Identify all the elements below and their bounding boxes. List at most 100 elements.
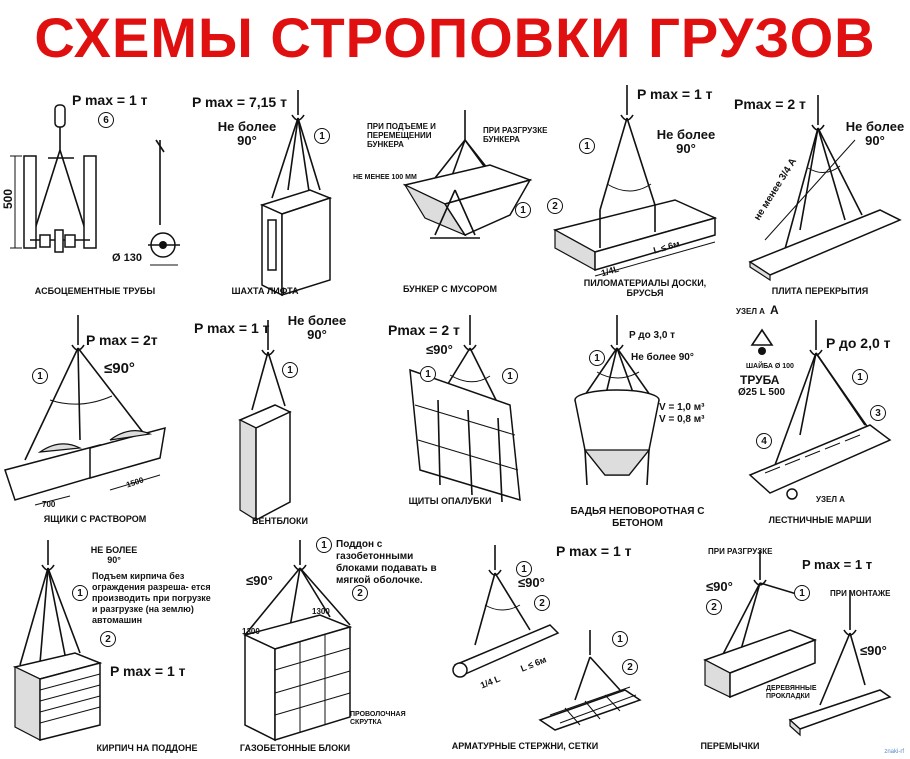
washer-label: ШАЙБА Ø 100 bbox=[746, 363, 794, 370]
panel-caption: ШАХТА ЛИФТА bbox=[231, 286, 299, 296]
pmax-label: P max = 1 т bbox=[194, 320, 270, 336]
panel-caption: ВЕНТБЛОКИ bbox=[251, 516, 309, 526]
dimension-label: 1300 bbox=[242, 627, 260, 636]
angle-label: ≤90° bbox=[706, 579, 733, 594]
callout-number: 2 bbox=[534, 595, 550, 611]
aerated-blocks-drawing bbox=[242, 540, 353, 742]
callout-number: 1 bbox=[852, 369, 868, 385]
lintels-drawing bbox=[703, 550, 892, 737]
callout-number: 2 bbox=[547, 198, 563, 214]
vent-blocks-drawing bbox=[238, 320, 292, 522]
node-letter: A bbox=[770, 303, 779, 317]
note-min-distance: НЕ МЕНЕЕ 100 ММ bbox=[353, 174, 417, 181]
mortar-boxes-drawing bbox=[4, 315, 166, 506]
dimension-label: 500 bbox=[1, 188, 16, 210]
debris-hopper-drawing bbox=[402, 110, 533, 239]
callout-number: 1 bbox=[502, 368, 518, 384]
pipe-label: ТРУБА bbox=[740, 373, 780, 387]
panel-lumber: P max = 1 т Не более 90° 1 2 1/4L L ≤ 6м… bbox=[545, 80, 730, 300]
panel-aerated-blocks: 1 Поддон с газобетонными блоками подават… bbox=[220, 535, 440, 759]
callout-number: 1 bbox=[282, 362, 298, 378]
panel-caption: ГАЗОБЕТОННЫЕ БЛОКИ bbox=[239, 743, 351, 753]
panel-bricks-pallet: НЕ БОЛЕЕ 90° Подъем кирпича без огражден… bbox=[0, 535, 211, 759]
panel-concrete-bucket: P до 3,0 т Не более 90° 1 V = 1,0 м³ V =… bbox=[545, 310, 730, 530]
pmax-label: P max = 1 т bbox=[802, 557, 873, 572]
angle-label: Не более 90° bbox=[631, 352, 694, 363]
panel-caption: АРМАТУРНЫЕ СТЕРЖНИ, СЕТКИ bbox=[451, 741, 599, 751]
callout-number: 1 bbox=[316, 537, 332, 553]
callout-number: 1 bbox=[314, 128, 330, 144]
callout-number: 4 bbox=[756, 433, 772, 449]
pmax-label: P max = 1 т bbox=[637, 86, 713, 102]
note-unloading: ПРИ РАЗГРУЗКЕ bbox=[708, 547, 773, 556]
wooden-pads-label: ДЕРЕВЯННЫЕ ПРОКЛАДКИ bbox=[766, 685, 817, 700]
callout-number: 1 bbox=[420, 366, 436, 382]
dimension-label: 700 bbox=[42, 500, 56, 509]
elevator-shaft-drawing bbox=[259, 90, 333, 297]
callout-number: 2 bbox=[100, 631, 116, 647]
panel-rebar: P max = 1 т 1 ≤90° 2 1/4 L L ≤ 6м 1 2 АР… bbox=[440, 535, 690, 759]
volume-label: V = 1,0 м³ bbox=[659, 402, 705, 413]
angle-label: Не более 90° bbox=[217, 119, 277, 148]
callout-number: 1 bbox=[612, 631, 628, 647]
pmax-label: Pmax = 2 т bbox=[734, 96, 806, 112]
panel-caption: ПЕРЕМЫЧКИ bbox=[700, 741, 760, 751]
panel-vent-blocks: P max = 1 т Не более 90° 1 ВЕНТБЛОКИ bbox=[190, 310, 360, 530]
callout-number: 2 bbox=[622, 659, 638, 675]
note-lifting: ПРИ ПОДЪЕМЕ И ПЕРЕМЕЩЕНИИ БУНКЕРА bbox=[367, 122, 436, 149]
panel-caption: ЩИТЫ ОПАЛУБКИ bbox=[408, 496, 492, 506]
panel-caption: ПИЛОМАТЕРИАЛЫ ДОСКИ, БРУСЬЯ bbox=[583, 278, 707, 298]
floor-slab-drawing bbox=[748, 95, 902, 282]
panel-lintels: ПРИ РАЗГРУЗКЕ P max = 1 т ≤90° ПРИ МОНТА… bbox=[690, 535, 910, 759]
callout-number: 1 bbox=[794, 585, 810, 601]
angle-label: ≤90° bbox=[518, 575, 545, 590]
panel-caption: ЯЩИКИ С РАСТВОРОМ bbox=[43, 514, 147, 524]
instruction-note: Подъем кирпича без ограждения разреша- е… bbox=[92, 571, 211, 625]
angle-label: ≤90° bbox=[860, 643, 887, 658]
callout-number: 1 bbox=[72, 585, 88, 601]
pmax-label: Pmax = 2 т bbox=[388, 322, 460, 338]
callout-number: 2 bbox=[706, 599, 722, 615]
callout-number: 1 bbox=[32, 368, 48, 384]
wire-twist-label: ПРОВОЛОЧНАЯ СКРУТКА bbox=[350, 711, 406, 726]
angle-label: Не более 90° bbox=[656, 127, 716, 156]
node-label: УЗЕЛ А bbox=[736, 307, 765, 316]
panel-caption: КИРПИЧ НА ПОДДОНЕ bbox=[96, 743, 198, 753]
panel-caption: ПЛИТА ПЕРЕКРЫТИЯ bbox=[771, 286, 869, 296]
callout-number: 1 bbox=[515, 202, 531, 218]
panel-debris-hopper: ПРИ ПОДЪЕМЕ И ПЕРЕМЕЩЕНИИ БУНКЕРА ПРИ РА… bbox=[345, 100, 547, 300]
concrete-bucket-drawing bbox=[574, 315, 660, 486]
formwork-panels-drawing bbox=[409, 315, 521, 503]
brand-logo: znaki-rf bbox=[884, 749, 904, 755]
panel-elevator-shaft: P max = 7,15 т Не более 90° 1 ШАХТА ЛИФТ… bbox=[190, 80, 340, 300]
callout-number: 1 bbox=[516, 561, 532, 577]
angle-label: ≤90° bbox=[104, 360, 135, 377]
pmax-label: P до 3,0 т bbox=[629, 330, 676, 341]
pipe-size-label: Ø25 L 500 bbox=[738, 387, 786, 398]
pmax-label: P max = 1 т bbox=[556, 543, 632, 559]
dimension-label: 1300 bbox=[312, 607, 330, 616]
panel-floor-slab: Pmax = 2 т Не более 90° не менее 3/4 А П… bbox=[730, 80, 910, 300]
panel-asbestos-pipes: P max = 1 т 6 500 Ø 130 АСБОЦЕМЕНТНЫЕ ТР… bbox=[0, 80, 190, 300]
angle-label: Не более 90° bbox=[287, 313, 347, 342]
panel-caption: ЛЕСТНИЧНЫЕ МАРШИ bbox=[768, 515, 872, 525]
lumber-drawing bbox=[552, 85, 718, 277]
stair-flights-drawing bbox=[748, 320, 892, 500]
instruction-note: Поддон с газобетонными блоками подавать … bbox=[336, 539, 437, 586]
panel-caption: БУНКЕР С МУСОРОМ bbox=[402, 284, 498, 294]
panel-mortar-boxes: P max = 2т ≤90° 1 700 1500 ЯЩИКИ С РАСТВ… bbox=[0, 310, 190, 530]
angle-label: ≤90° bbox=[426, 342, 453, 357]
pmax-label: P max = 1 т bbox=[72, 92, 148, 108]
callout-number: 2 bbox=[352, 585, 368, 601]
pmax-label: P max = 1 т bbox=[110, 663, 186, 679]
angle-label: НЕ БОЛЕЕ 90° bbox=[90, 545, 138, 565]
page-title: СХЕМЫ СТРОПОВКИ ГРУЗОВ bbox=[34, 6, 876, 69]
volume-label: V = 0,8 м³ bbox=[659, 414, 705, 425]
angle-label: ≤90° bbox=[246, 573, 273, 588]
panel-stair-flights: УЗЕЛ А A ШАЙБА Ø 100 ТРУБА Ø25 L 500 P д… bbox=[730, 303, 910, 530]
diameter-label: Ø 130 bbox=[112, 252, 142, 264]
pmax-label: P до 2,0 т bbox=[826, 335, 891, 351]
panel-caption: АСБОЦЕМЕНТНЫЕ ТРУБЫ bbox=[34, 286, 156, 296]
bricks-pallet-drawing bbox=[12, 540, 103, 741]
callout-number: 6 bbox=[98, 112, 114, 128]
